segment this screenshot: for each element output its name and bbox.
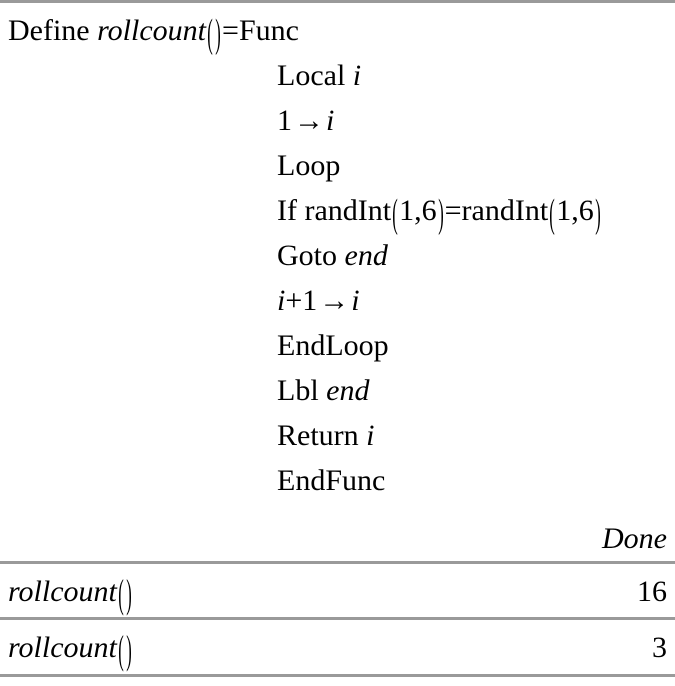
code-token: Return <box>277 419 367 452</box>
equals-sign: = <box>222 14 239 47</box>
code-token: Local <box>277 59 353 92</box>
bottom-divider <box>0 674 675 677</box>
code-token: If randInt <box>277 194 392 227</box>
code-line-loop[interactable]: Loop <box>0 143 675 188</box>
history-entry-expression: rollcount() <box>8 566 133 618</box>
code-token: =randInt <box>444 194 549 227</box>
code-token: i <box>366 419 375 452</box>
code-token: 1,6 <box>556 194 594 227</box>
code-line-local-i[interactable]: Local i <box>0 53 675 98</box>
func-keyword: Func <box>238 14 299 47</box>
code-line-endloop[interactable]: EndLoop <box>0 323 675 368</box>
code-token: ) <box>437 191 444 236</box>
code-token: EndFunc <box>277 464 386 497</box>
define-keyword: Define <box>8 14 90 47</box>
close-paren-icon: ) <box>126 628 132 673</box>
close-paren-icon: ) <box>126 572 132 617</box>
code-token: Loop <box>277 149 341 182</box>
history-entry-name: rollcount <box>8 575 117 608</box>
open-paren-icon: ( <box>207 11 213 56</box>
code-token: i <box>277 284 286 317</box>
history-row[interactable]: rollcount() 16 <box>0 566 675 618</box>
code-line-init-i[interactable]: 1→i <box>0 98 675 143</box>
top-divider <box>0 0 675 3</box>
code-line-define[interactable]: Define rollcount()=Func <box>0 8 675 56</box>
code-token: i <box>351 284 360 317</box>
history-entry-value: 3 <box>652 631 667 664</box>
code-line-lbl-end[interactable]: Lbl end <box>0 368 675 413</box>
code-line-increment-i[interactable]: i+1→i <box>0 278 675 323</box>
code-token: → <box>294 104 324 137</box>
code-token: i <box>352 59 362 92</box>
code-token: ) <box>594 191 601 236</box>
history-entry-name: rollcount <box>8 631 117 664</box>
code-token: → <box>319 284 350 317</box>
history-divider-2 <box>0 617 675 620</box>
open-paren-icon: ( <box>118 572 124 617</box>
history-entry-value: 16 <box>637 575 667 608</box>
code-token: Goto <box>277 239 345 272</box>
program-result-done: Done <box>602 522 667 555</box>
code-token: ( <box>549 191 555 236</box>
code-line-goto-end[interactable]: Goto end <box>0 233 675 278</box>
open-paren-icon: ( <box>118 628 124 673</box>
code-token: 1 <box>277 104 292 137</box>
code-token: 1,6 <box>399 194 437 227</box>
code-token: i <box>326 104 335 137</box>
history-entry-expression: rollcount() <box>8 622 133 674</box>
close-paren-icon: ) <box>215 11 221 56</box>
code-token: end <box>326 374 370 407</box>
code-token: +1 <box>285 284 318 317</box>
code-line-if-randint[interactable]: If randInt(1,6)=randInt(1,6) <box>0 188 675 236</box>
history-row[interactable]: rollcount() 3 <box>0 622 675 674</box>
function-name: rollcount <box>97 14 207 47</box>
code-token: Lbl <box>277 374 327 407</box>
history-divider-1 <box>0 561 675 564</box>
code-line-return-i[interactable]: Return i <box>0 413 675 458</box>
code-token: end <box>344 239 388 272</box>
code-line-endfunc[interactable]: EndFunc <box>0 458 675 503</box>
code-token: ( <box>392 191 398 236</box>
code-token: EndLoop <box>277 329 389 362</box>
